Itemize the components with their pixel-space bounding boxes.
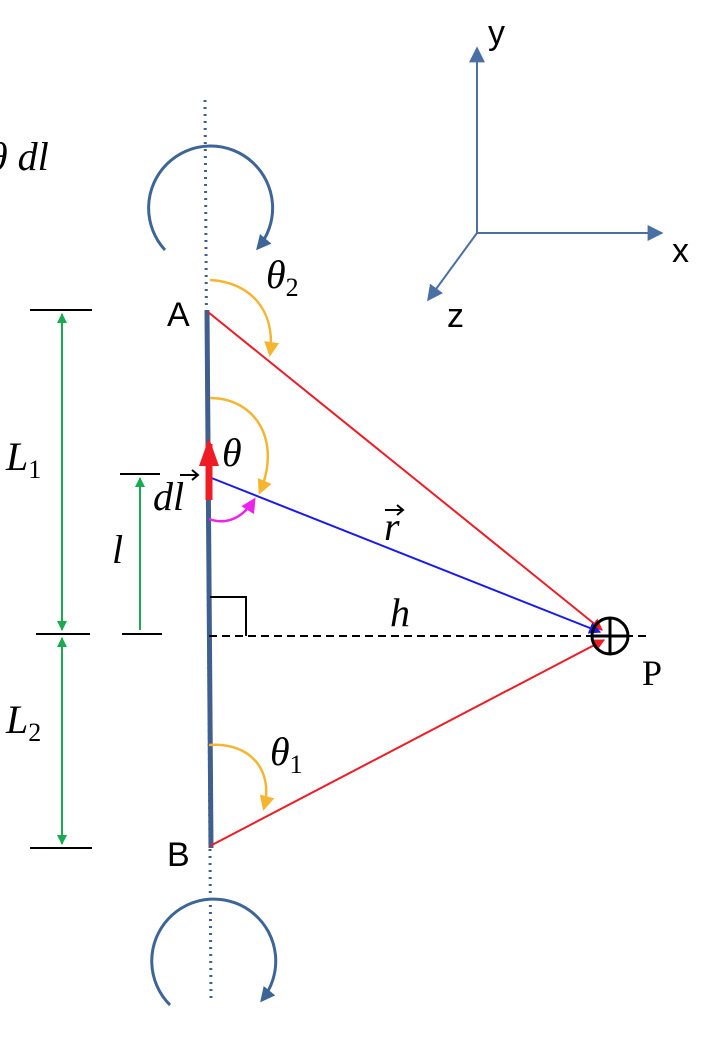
r-label: r [384,504,400,549]
L1-label: L1 [5,434,41,484]
dimension-L1-L2 [30,309,92,849]
rotation-arrow-top-icon [147,144,275,252]
theta2-main: θ [266,252,286,297]
equation-fragment: θ dl [0,134,49,179]
L2-label: L2 [5,697,41,747]
wire-axis-dotted [203,99,213,1001]
theta1-label: θ1 [270,729,303,779]
dl-label: dl [153,474,184,519]
theta-arc [209,396,272,495]
r-vector-arrow-icon [385,504,405,516]
dl-vector-arrow-icon [180,469,200,481]
line-B-to-P [209,639,606,847]
axis-y-label: y [488,14,505,52]
z-axis [427,232,478,302]
theta2-label: θ2 [266,252,299,302]
point-A-label: A [167,296,190,334]
line-A-to-P [207,311,603,631]
L1-sub: 1 [28,455,41,484]
coordinate-axes [427,46,664,302]
axis-z-label: z [447,297,464,335]
h-label: h [390,590,410,635]
point-P-label: P [642,653,662,693]
r-vector [208,476,602,634]
point-B-label: B [167,836,190,874]
theta-label: θ [222,430,242,475]
theta1-arc [208,743,275,811]
wire-segment [204,309,214,849]
l-label: l [112,527,123,572]
theta-supplement-arc [208,497,256,523]
theta1-sub: 1 [290,750,303,779]
rotation-arrow-bottom-icon [150,897,278,1007]
L2-main: L [5,697,28,742]
right-angle-marker [210,596,247,636]
dimension-l [120,473,162,635]
L2-sub: 2 [28,718,41,747]
theta1-main: θ [270,729,290,774]
theta2-sub: 2 [286,273,299,302]
dl-arrowhead [199,438,219,466]
L1-main: L [5,434,28,479]
theta2-arc [209,278,280,357]
point-P-field-icon [590,616,630,656]
axis-x-label: x [672,232,689,270]
